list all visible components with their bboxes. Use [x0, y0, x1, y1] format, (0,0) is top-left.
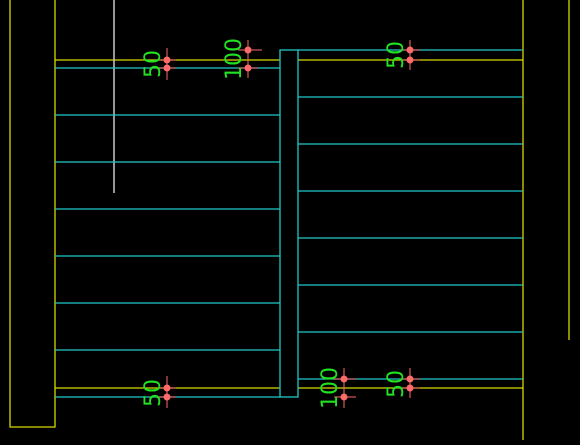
dim-label-right-bottom: 50	[384, 370, 409, 398]
dim-label-left-bottom: 50	[141, 379, 166, 407]
dim-marker-right-bottom	[400, 368, 420, 398]
dim-marker-left-bottom	[158, 376, 176, 408]
dimension-labels: 50 100 50 50 100 50	[141, 38, 409, 409]
central-landing-post	[279, 49, 299, 398]
dim-marker-landing-bottom	[334, 368, 356, 408]
stair-treads	[55, 49, 523, 398]
dim-label-landing-top: 100	[222, 38, 247, 80]
dim-marker-landing-top	[238, 40, 262, 78]
dim-marker-left-top	[158, 48, 176, 80]
dim-label-left-top: 50	[141, 50, 166, 78]
dim-label-landing-bottom: 100	[318, 367, 343, 409]
dimension-markers	[158, 40, 420, 408]
dim-marker-right-top	[400, 40, 420, 70]
left-wall-outline	[9, 0, 56, 428]
wall-outlines	[9, 0, 570, 440]
dim-label-right-top: 50	[384, 41, 409, 69]
